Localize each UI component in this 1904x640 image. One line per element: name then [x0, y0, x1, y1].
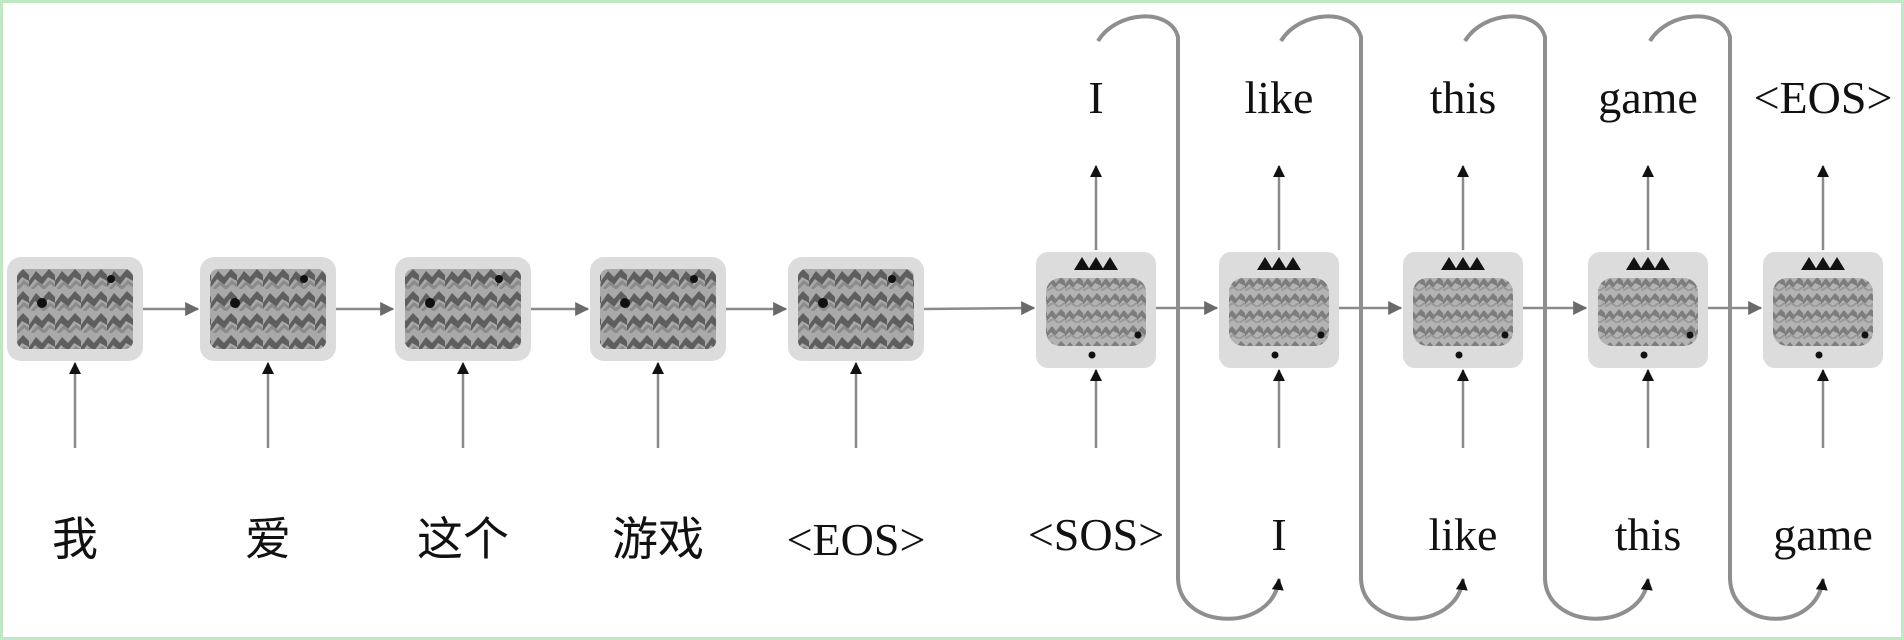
encoder-cell [590, 257, 726, 361]
feedback-loop [1648, 14, 1828, 621]
encoder-input-label: 游戏 [612, 514, 704, 565]
decoder-output-label: like [1245, 72, 1314, 123]
decoder-input-label: I [1271, 509, 1286, 560]
encoder-input-label: 爱 [245, 514, 291, 565]
encoder-input-label: <EOS> [787, 514, 926, 565]
feedback-loop [1096, 14, 1284, 621]
encoder-cell [7, 257, 143, 361]
encoder-cell [200, 257, 336, 361]
encoder-input-label: 这个 [417, 514, 509, 565]
decoder-input-label: game [1773, 509, 1873, 560]
decoder-cell [1588, 252, 1708, 368]
decoder-cell [1403, 252, 1523, 368]
decoder-output-label: this [1430, 72, 1496, 123]
decoder-output-label: I [1088, 72, 1103, 123]
feedback-loop [1463, 14, 1653, 621]
decoder-cell [1219, 252, 1339, 368]
encoder-cell [788, 257, 924, 361]
decoder-output-label: game [1598, 72, 1698, 123]
recurrent-arrow [923, 301, 1036, 316]
encoder-cell [395, 257, 531, 361]
decoder-input-label: <SOS> [1028, 509, 1164, 560]
decoder-output-label: <EOS> [1754, 72, 1893, 123]
feedback-loop [1279, 14, 1468, 621]
encoder-input-label: 我 [52, 514, 98, 565]
decoder-input-label: like [1429, 509, 1498, 560]
decoder-input-label: this [1615, 509, 1681, 560]
decoder-cell [1036, 252, 1156, 368]
decoder-cell [1763, 252, 1883, 368]
